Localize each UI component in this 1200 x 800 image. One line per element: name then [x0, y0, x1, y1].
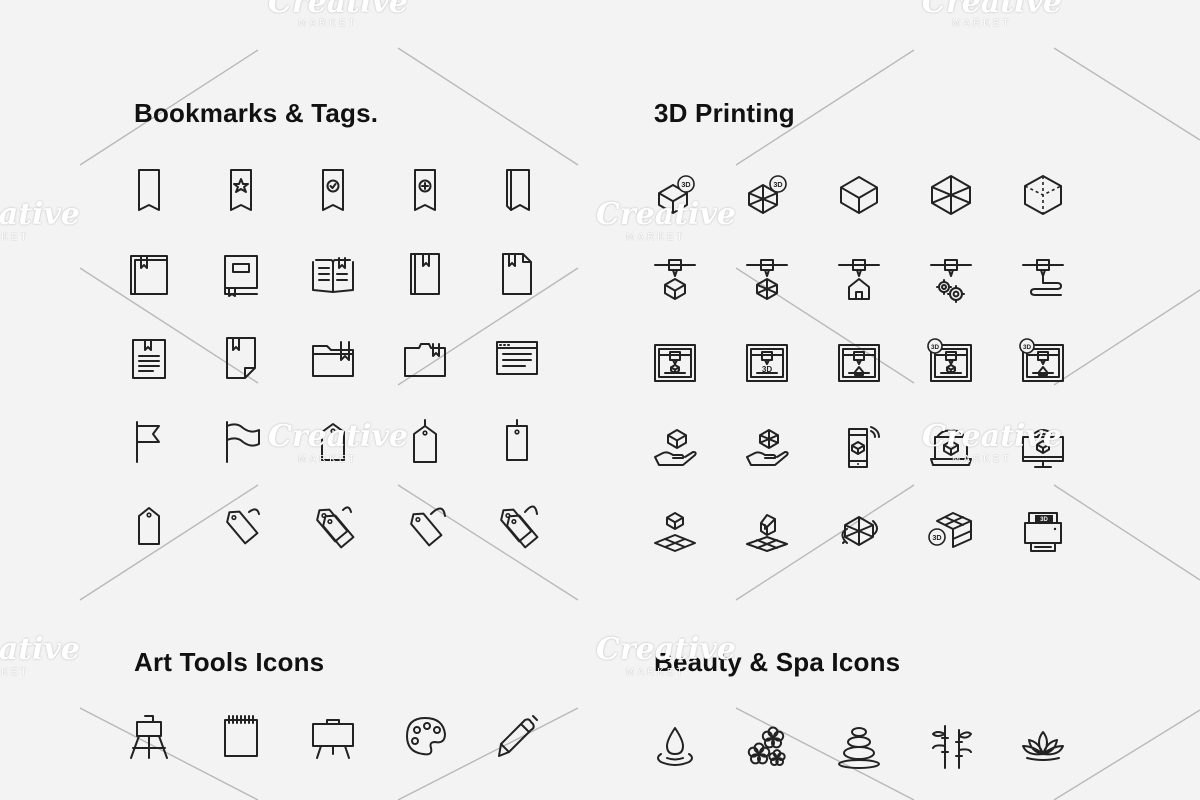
3d-printer-badge-house-icon: 3D [1019, 338, 1065, 385]
printer-nozzle-gears-icon [929, 257, 973, 303]
section-title-beauty-spa: Beauty & Spa Icons [654, 647, 901, 677]
svg-text:3D: 3D [931, 344, 940, 351]
watermark-sub: MARKET [952, 18, 1012, 29]
svg-text:3D: 3D [932, 533, 941, 542]
3d-printer-icon [653, 341, 697, 385]
grid-house-cube-icon [745, 509, 789, 553]
printer-nozzle-filament-icon [1021, 257, 1065, 301]
watermark-brand: Creative [268, 0, 408, 20]
art-tools-icon-grid [127, 714, 539, 759]
water-drop-icon [653, 724, 697, 768]
lotus-icon [1021, 724, 1065, 768]
bamboo-icon [929, 724, 973, 769]
watermark-sub: MARKET [0, 232, 30, 243]
palette-icon [403, 714, 447, 758]
watermark-brand: Creative [0, 197, 80, 232]
rectangular-tag-icon [495, 419, 539, 464]
open-book-icon [311, 252, 355, 296]
3d-printing-icon-grid: 3D 3D 3D 3D 3D 3D 3D [653, 173, 1065, 553]
beauty-spa-icon-grid [653, 724, 1065, 769]
bookmarks-icon-grid [127, 168, 539, 549]
section-title-bookmarks: Bookmarks & Tags. [134, 98, 379, 128]
bookmark-star-icon [219, 168, 263, 212]
book-ribbon-icon [219, 252, 263, 297]
bookmark-plus-icon [403, 168, 447, 212]
hand-hex-cube-icon [745, 425, 789, 469]
paint-tube-icon [495, 714, 539, 758]
slanted-tag-icon [219, 504, 263, 548]
document-bookmark-icon [495, 252, 539, 296]
book-bookmark-icon [127, 252, 171, 296]
bookmark-ribbon-icon [127, 168, 171, 212]
monitor-cube-icon [1021, 425, 1065, 469]
section-title-art-tools: Art Tools Icons [134, 647, 325, 677]
watermark-brand: Creative [0, 632, 80, 667]
rotating-cube-icon [837, 509, 881, 553]
hanging-tag-icon [403, 419, 447, 464]
svg-text:3D: 3D [681, 180, 690, 189]
svg-text:3D: 3D [762, 365, 772, 374]
double-bookmark-icon [495, 168, 539, 212]
3d-hexagon-cube-icon: 3D [745, 173, 789, 217]
double-slanted-tag-icon [311, 504, 355, 549]
3d-printer-house-icon [837, 341, 881, 385]
dashed-cube-icon [1021, 173, 1065, 217]
text-document-bookmark-icon [127, 336, 171, 380]
pentagon-tag-icon [311, 420, 355, 464]
printer-nozzle-house-icon [837, 257, 881, 301]
sketchpad-icon [219, 714, 263, 758]
hand-cube-icon [653, 425, 697, 469]
3d-cube-badge-icon: 3D [653, 173, 697, 217]
phone-cube-icon [837, 425, 881, 469]
folder-bookmark-icon [403, 336, 447, 380]
grid-cube-icon [653, 509, 697, 553]
waving-flag-icon [219, 420, 263, 464]
page-bookmark-icon [219, 336, 263, 380]
hexagon-cube-icon [929, 173, 973, 217]
browser-window-icon [495, 336, 539, 380]
bookmark-check-icon [311, 168, 355, 212]
watermark-sub: MARKET [298, 18, 358, 29]
3d-printer-badge-icon: 3D [927, 338, 973, 385]
svg-text:3D: 3D [773, 180, 782, 189]
open-folder-bookmark-icon [311, 336, 355, 380]
presentation-board-icon [311, 714, 355, 759]
cube-icon [837, 173, 881, 217]
flag-icon [127, 420, 171, 464]
printer-nozzle-cube-icon [653, 257, 697, 301]
3d-printer-machine-icon: 3D [1021, 509, 1065, 553]
3d-printer-label-icon: 3D [745, 341, 789, 385]
printer-nozzle-hex-icon [745, 257, 789, 301]
notebook-bookmark-icon [403, 252, 447, 296]
double-tag-string-icon [495, 504, 539, 549]
3d-layered-grid-icon: 3D [928, 509, 973, 553]
spa-stones-icon [837, 724, 881, 769]
tag-string-icon [403, 504, 447, 548]
watermark-sub: MARKET [0, 667, 30, 678]
laptop-cube-icon [929, 425, 973, 469]
svg-text:3D: 3D [1040, 517, 1048, 523]
svg-text:3D: 3D [1023, 344, 1032, 351]
flowers-icon [745, 724, 789, 768]
easel-icon [127, 714, 171, 759]
section-title-3d-printing: 3D Printing [654, 98, 795, 128]
price-tag-icon [127, 504, 171, 548]
watermark-brand: Creative [922, 0, 1062, 20]
